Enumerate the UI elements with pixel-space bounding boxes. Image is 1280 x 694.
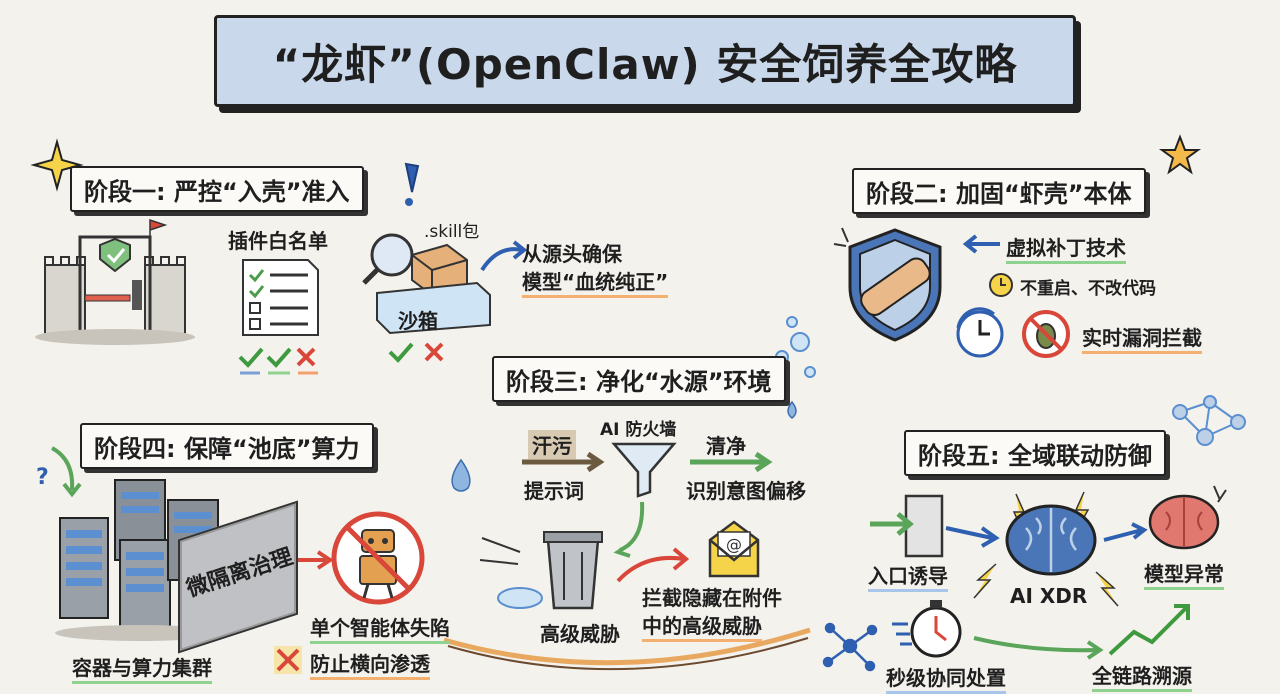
clock-icon (956, 307, 1004, 358)
whitelist-label: 插件白名单 (228, 229, 328, 253)
arrow-right-icon (522, 451, 605, 473)
entry-lure-label: 入口诱导 (868, 560, 948, 592)
funnel-icon (611, 442, 677, 498)
castle-gate-icon (35, 218, 195, 345)
arrow-to-trace-icon (973, 636, 1104, 660)
clean-label: 清净 (706, 434, 746, 458)
advanced-threat-label: 高级威胁 (540, 622, 620, 646)
virtual-patch-label: 虚拟补丁技术 (1006, 232, 1126, 264)
intent-drift-label: 识别意图偏移 (686, 479, 806, 503)
full-trace-label: 全链路溯源 (1092, 660, 1192, 692)
sparkle-icon (30, 138, 84, 192)
svg-text:@: @ (726, 535, 742, 554)
cross-icon (274, 646, 302, 674)
sandbox-label: 沙箱 (398, 309, 438, 333)
no-bug-icon (1022, 310, 1070, 358)
lateral-movement-label: 防止横向渗透 (310, 648, 430, 680)
exclamation-icon (404, 162, 420, 206)
attachment-threat-line2: 中的高级威胁 (642, 610, 762, 642)
no-robot-icon (331, 511, 425, 605)
cluster-label: 容器与算力集群 (72, 652, 212, 684)
stopwatch-icon (892, 600, 962, 658)
no-restart-label: 不重启、不改代码 (1020, 279, 1156, 299)
ai-xdr-label: AI XDR (1010, 584, 1088, 608)
water-drop-icon (451, 458, 471, 492)
pure-lineage-line1: 从源头确保 (522, 242, 622, 266)
clock-small-icon (989, 273, 1013, 297)
sandbox-search-icon (362, 233, 491, 335)
check-check-cross-icon (238, 347, 318, 375)
skill-package-label: .skill包 (424, 222, 480, 242)
stage1-heading: 阶段一: 严控“入壳”准入 (70, 166, 364, 212)
curve-arrow-down-icon (613, 501, 645, 558)
ai-firewall-label: AI 防火墙 (600, 420, 677, 440)
stage2-heading: 阶段二: 加固“虾壳”本体 (852, 168, 1146, 214)
dirty-label: 汗污 (528, 430, 576, 459)
realtime-block-label: 实时漏洞拦截 (1082, 322, 1202, 354)
flow-swoosh (443, 627, 811, 671)
checklist-icon (242, 259, 319, 336)
stage3-heading: 阶段三: 净化“水源”环境 (492, 356, 786, 402)
trend-up-icon (1108, 604, 1190, 656)
arrow-to-model-icon (1103, 522, 1148, 542)
arrow-to-brain-icon (945, 526, 1000, 548)
network-nodes-icon (1172, 395, 1246, 446)
check-cross-icon (388, 342, 444, 363)
shield-bandage-icon (833, 227, 942, 342)
lightning-left-icon (973, 563, 997, 599)
ai-brain-icon (1005, 491, 1097, 576)
attachment-threat-line1: 拦截隐藏在附件 (642, 586, 782, 610)
single-agent-label: 单个智能体失陷 (310, 612, 450, 644)
stage5-heading: 阶段五: 全域联动防御 (904, 430, 1166, 476)
star-icon (1158, 134, 1202, 175)
question-curve-icon: ? (36, 446, 82, 498)
arrow-right-icon (480, 240, 528, 272)
model-brain-icon (1148, 485, 1227, 550)
entry-door-icon (870, 494, 944, 558)
curve-arrow-red-icon (616, 547, 690, 583)
molecule-icon (822, 622, 878, 672)
svg-text:?: ? (36, 465, 49, 490)
seconds-response-label: 秒级协同处置 (886, 662, 1006, 694)
stage4-heading: 阶段四: 保障“池底”算力 (80, 423, 374, 469)
arrow-right-red-icon (298, 550, 334, 570)
arrow-left-icon (962, 234, 1000, 254)
pure-lineage-line2: 模型“血统纯正” (522, 266, 669, 298)
trash-can-icon (479, 531, 603, 610)
arrow-right-green-icon (690, 451, 773, 473)
page-title: “龙虾”(OpenClaw) 安全饲养全攻略 (214, 15, 1076, 107)
prompt-label: 提示词 (524, 479, 584, 503)
lightning-right-icon (1095, 571, 1119, 607)
model-anomaly-label: 模型异常 (1144, 558, 1224, 590)
email-attachment-icon: @ (708, 520, 760, 578)
